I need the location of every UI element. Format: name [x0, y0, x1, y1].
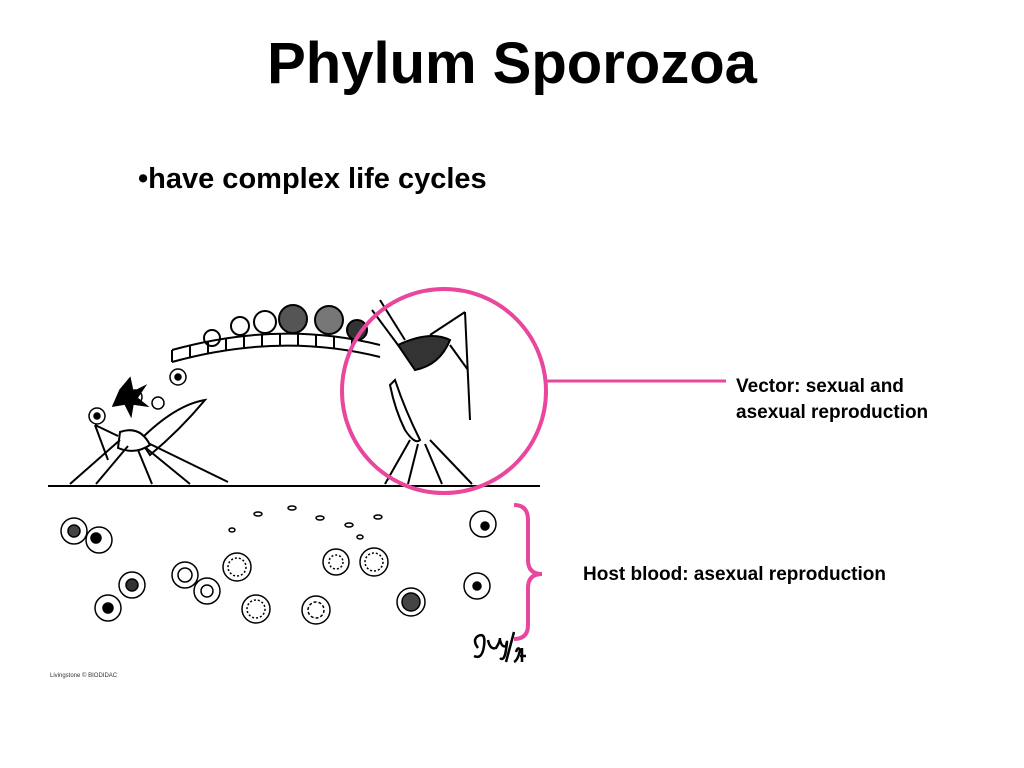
right-mosquito — [371, 299, 473, 485]
artist-signature — [473, 631, 526, 664]
slide-title: Phylum Sporozoa — [267, 31, 757, 96]
host-brace-icon — [513, 503, 543, 641]
host-callout: Host blood: asexual reproduction — [583, 564, 886, 585]
host-blood-cells — [60, 505, 497, 625]
vector-callout-line2: asexual reproduction — [736, 402, 929, 423]
image-credit: Livingstone © BIODIDAC — [50, 673, 118, 679]
vector-highlight-circle — [340, 287, 548, 495]
vector-callout: Vector: sexual and asexual reproduction — [736, 374, 928, 426]
bullet-point: •have complex life cycles — [138, 163, 487, 195]
left-stages — [88, 368, 187, 425]
left-mosquito — [69, 398, 229, 485]
vector-callout-line1: Vector: sexual and — [736, 376, 904, 397]
